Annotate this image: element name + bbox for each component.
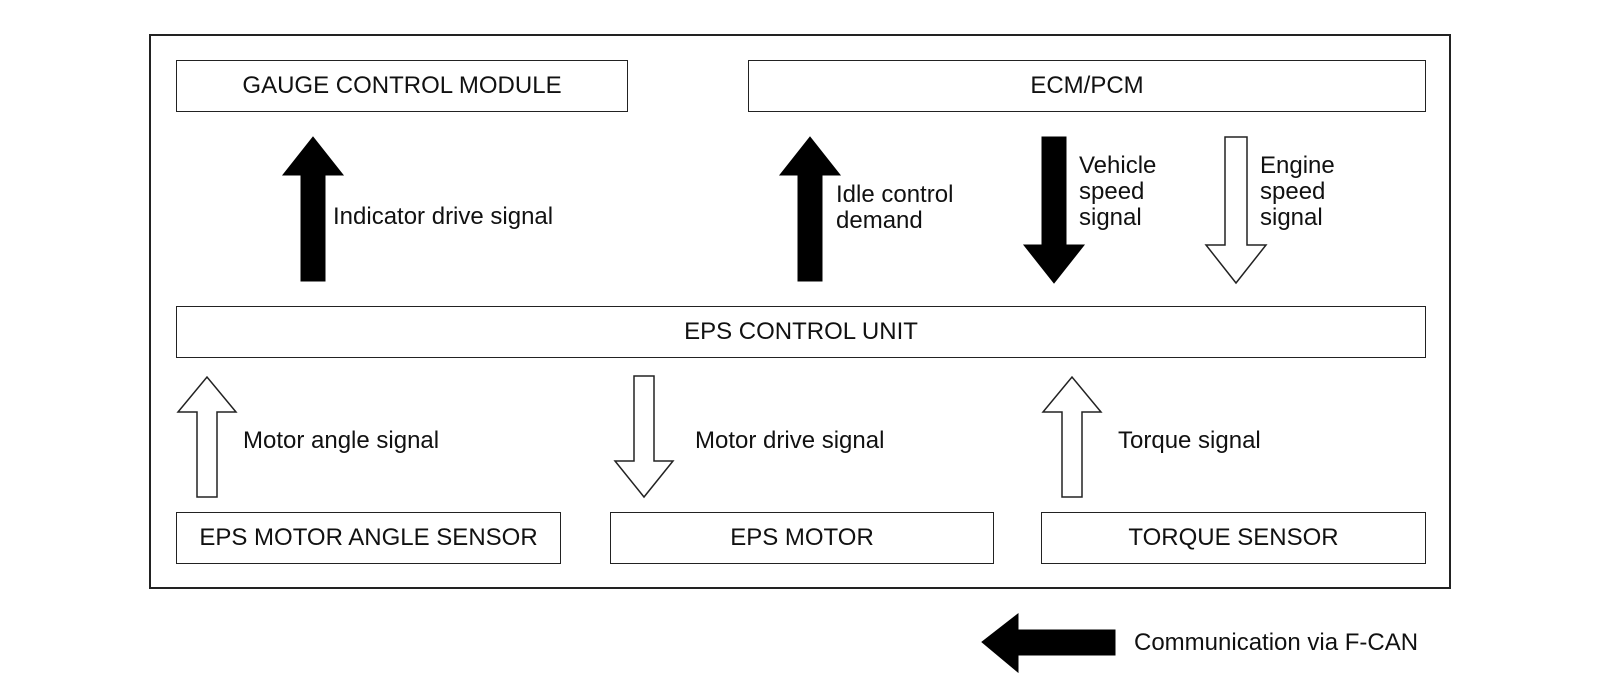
ecm-pcm-label: ECM/PCM [1030,72,1144,99]
torque-signal-label: Torque signal [1118,427,1261,454]
motor-angle-arrow [176,375,238,498]
motor-drive-signal-label: Motor drive signal [695,427,885,454]
torque-sensor-box: TORQUE SENSOR [1041,512,1426,564]
vehicle-speed-label-line2: speed [1079,178,1145,205]
idle-control-arrow [778,136,842,282]
engine-speed-label-line1: Engine [1260,152,1335,179]
vehicle-speed-label-line3: signal [1079,204,1142,231]
idle-control-label-line1: Idle control [836,181,954,208]
diagram-frame [149,34,1451,589]
eps-motor-box: EPS MOTOR [610,512,994,564]
engine-speed-arrow [1204,136,1268,285]
vehicle-speed-arrow [1022,136,1086,284]
motor-angle-signal-label: Motor angle signal [243,427,440,454]
torque-arrow [1041,375,1103,498]
gauge-control-module-box: GAUGE CONTROL MODULE [176,60,628,112]
indicator-drive-arrow [281,136,345,282]
motor-drive-arrow [613,375,675,499]
torque-sensor-label: TORQUE SENSOR [1128,524,1339,551]
eps-control-unit-label: EPS CONTROL UNIT [684,318,918,345]
eps-motor-angle-sensor-box: EPS MOTOR ANGLE SENSOR [176,512,561,564]
vehicle-speed-label-line1: Vehicle [1079,152,1157,179]
f-can-legend-arrow [981,612,1116,674]
engine-speed-label-line2: speed [1260,178,1326,205]
idle-control-label-line2: demand [836,207,923,234]
ecm-pcm-box: ECM/PCM [748,60,1426,112]
f-can-legend-label: Communication via F-CAN [1134,629,1419,656]
engine-speed-label-line3: signal [1260,204,1323,231]
gauge-control-module-label: GAUGE CONTROL MODULE [242,72,562,99]
eps-motor-label: EPS MOTOR [730,524,874,551]
eps-motor-angle-sensor-label: EPS MOTOR ANGLE SENSOR [199,524,538,551]
eps-control-unit-box: EPS CONTROL UNIT [176,306,1426,358]
indicator-drive-signal-label: Indicator drive signal [333,203,554,230]
